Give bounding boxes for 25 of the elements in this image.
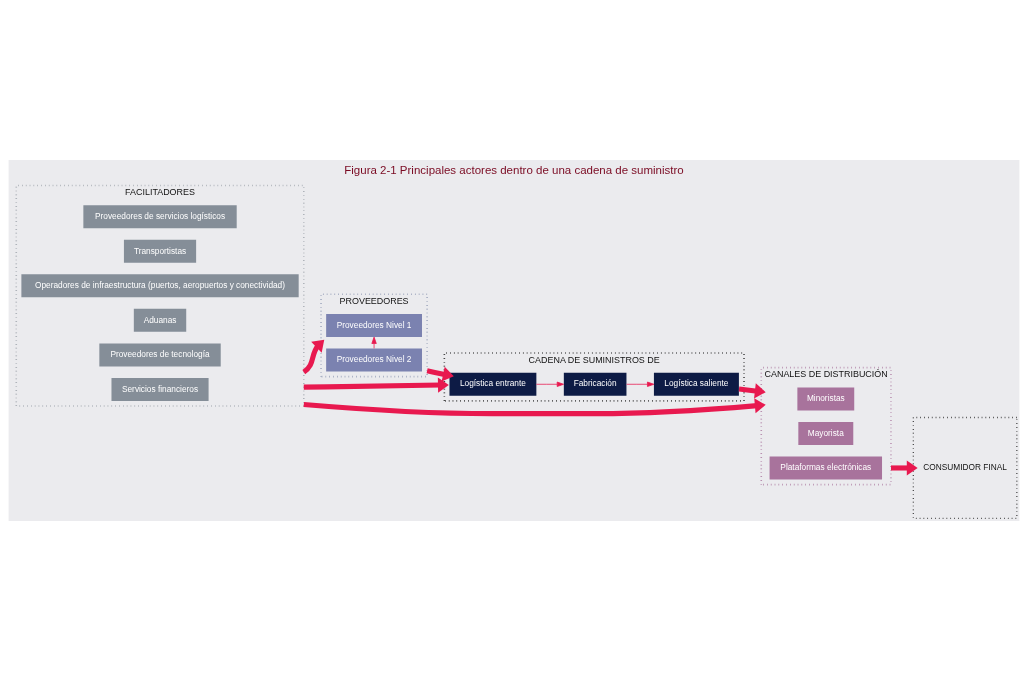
node-box: Logística entrante xyxy=(449,372,537,396)
arrow xyxy=(426,366,454,382)
node-box: Transportistas xyxy=(123,239,197,263)
node-box: Operadores de infraestructura (puertos, aeropuertos y conectividad) xyxy=(21,274,299,298)
node-box: Mayorista xyxy=(798,421,854,445)
node-box: Fabricación xyxy=(563,372,627,396)
arrow xyxy=(303,398,766,417)
arrow xyxy=(371,336,377,349)
node-box: Proveedores de tecnología xyxy=(99,343,221,367)
diagram-title: Figura 2-1 Principales actores dentro de una cadena de suministro xyxy=(344,164,684,177)
arrow xyxy=(303,377,449,393)
node-box: CONSUMIDOR FINAL xyxy=(912,416,1018,520)
node-box: Proveedores Nivel 2 xyxy=(326,348,422,372)
node-box: Plataformas electrónicas xyxy=(769,456,883,480)
arrow xyxy=(536,381,564,387)
node-box: Minoristas xyxy=(797,387,855,411)
node-box: Proveedores Nivel 1 xyxy=(326,314,422,337)
arrow xyxy=(738,383,766,399)
node-box: Servicios financieros xyxy=(111,377,209,401)
node-box: Proveedores de servicios logísticos xyxy=(83,205,237,229)
arrow xyxy=(302,339,325,375)
node-box: Logística saliente xyxy=(653,372,739,396)
arrow xyxy=(890,460,918,476)
node-box: Aduanas xyxy=(133,308,187,332)
arrow xyxy=(626,381,655,387)
